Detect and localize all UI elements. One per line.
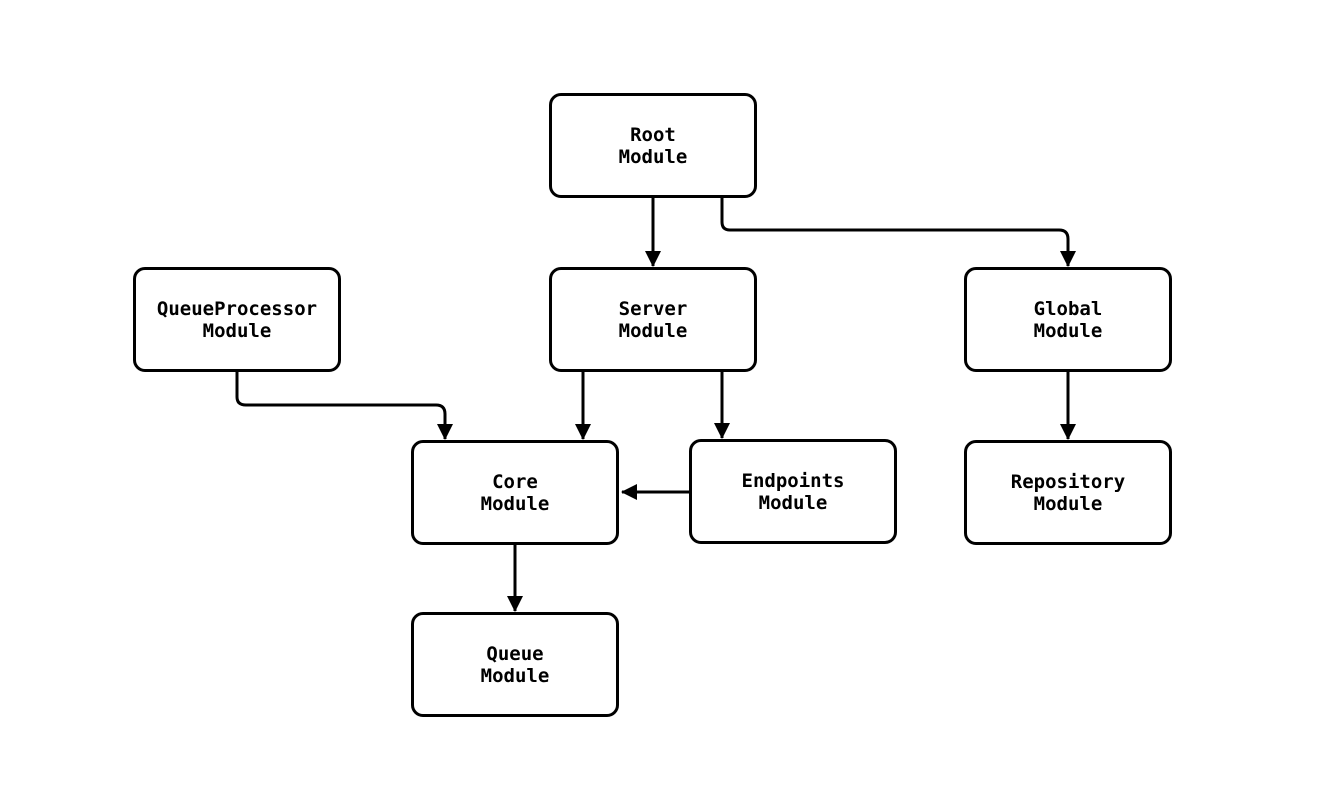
node-core-module: Core Module — [411, 440, 619, 545]
node-server-module-label: Server Module — [618, 297, 688, 342]
node-global-module: Global Module — [964, 267, 1172, 372]
node-repository-module: Repository Module — [964, 440, 1172, 545]
node-global-module-label: Global Module — [1033, 297, 1103, 342]
node-endpoints-module-label: Endpoints Module — [741, 469, 845, 514]
node-endpoints-module: Endpoints Module — [689, 439, 897, 544]
edge-queueprocessor-to-core — [235, 372, 453, 440]
node-root-module-label: Root Module — [618, 123, 688, 168]
node-repository-module-label: Repository Module — [1010, 470, 1126, 515]
node-root-module: Root Module — [549, 93, 757, 198]
node-queue-module: Queue Module — [411, 612, 619, 717]
node-core-module-label: Core Module — [480, 470, 550, 515]
edge-root-to-global — [720, 198, 1076, 267]
node-queueprocessor-module-label: QueueProcessor Module — [156, 297, 318, 342]
node-queueprocessor-module: QueueProcessor Module — [133, 267, 341, 372]
node-queue-module-label: Queue Module — [480, 642, 550, 687]
node-server-module: Server Module — [549, 267, 757, 372]
